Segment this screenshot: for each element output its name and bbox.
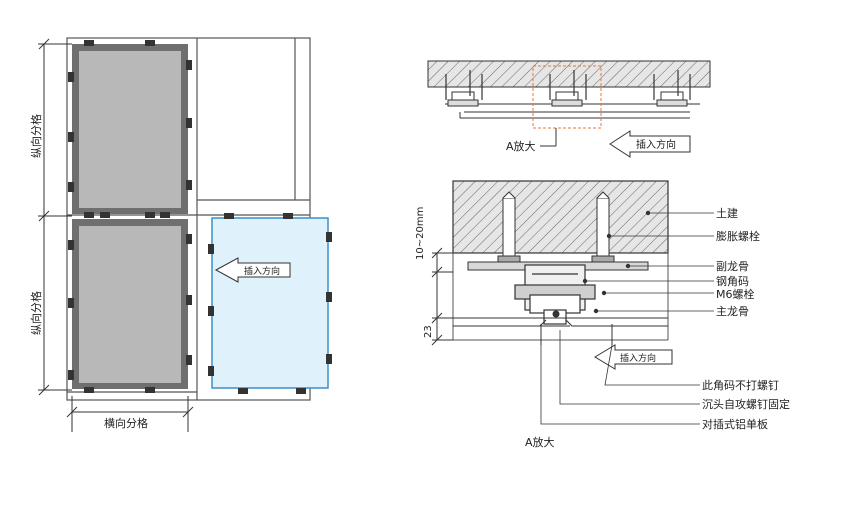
dimension-gap-label: 10~20mm xyxy=(415,207,426,260)
vertical-dimension xyxy=(38,38,72,396)
label-civil: 土建 xyxy=(716,206,738,220)
dimension-offset-label: 23 xyxy=(423,325,434,338)
panel-clips xyxy=(68,40,192,393)
detail-caption: A放大 xyxy=(525,435,555,449)
detail-callout-label: A放大 xyxy=(506,139,536,153)
plan-insert-direction-label: 插入方向 xyxy=(636,138,676,151)
panel-lower xyxy=(72,219,188,389)
expansion-bolts xyxy=(497,191,615,263)
label-no-screw-corner: 此角码不打螺钉 xyxy=(702,378,779,392)
elevation-view: 插入方向 纵向分格 纵向分格 横向分格 xyxy=(29,37,332,432)
concrete-structure xyxy=(452,180,669,254)
label-m6-bolt: M6螺栓 xyxy=(716,287,755,301)
detail-insert-arrow: 插入方向 xyxy=(594,344,673,370)
vertical-division-label-lower: 纵向分格 xyxy=(29,291,43,335)
steel-angle-assembly xyxy=(514,264,596,314)
panel-inserting xyxy=(208,213,332,394)
horizontal-division-label: 横向分格 xyxy=(104,416,148,430)
insert-direction-arrow: 插入方向 xyxy=(214,257,291,283)
vertical-division-label-upper: 纵向分格 xyxy=(29,114,43,158)
detail-insert-direction-label: 插入方向 xyxy=(620,352,656,364)
insert-direction-label: 插入方向 xyxy=(244,265,280,277)
horizontal-dimension xyxy=(66,396,194,432)
panel-upper xyxy=(72,44,188,214)
label-steel-angle: 钢角码 xyxy=(716,275,749,288)
label-secondary-keel: 副龙骨 xyxy=(716,260,749,273)
plan-view: A放大 插入方向 xyxy=(427,60,711,158)
plan-insert-arrow: 插入方向 xyxy=(609,130,691,158)
label-main-keel: 主龙骨 xyxy=(716,305,749,318)
detail-dimensions xyxy=(431,247,453,346)
label-expansion-bolt: 膨胀螺栓 xyxy=(716,229,760,243)
plug-panels xyxy=(453,310,668,345)
label-plug-panel: 对插式铝单板 xyxy=(702,417,768,431)
leader-lines xyxy=(540,212,714,425)
leader-dots xyxy=(582,210,651,314)
detail-view: 10~20mm 23 插入方向 土建 膨胀螺栓 副龙骨 钢角码 xyxy=(415,180,790,449)
label-countersunk-screw: 沉头自攻螺钉固定 xyxy=(702,397,790,411)
